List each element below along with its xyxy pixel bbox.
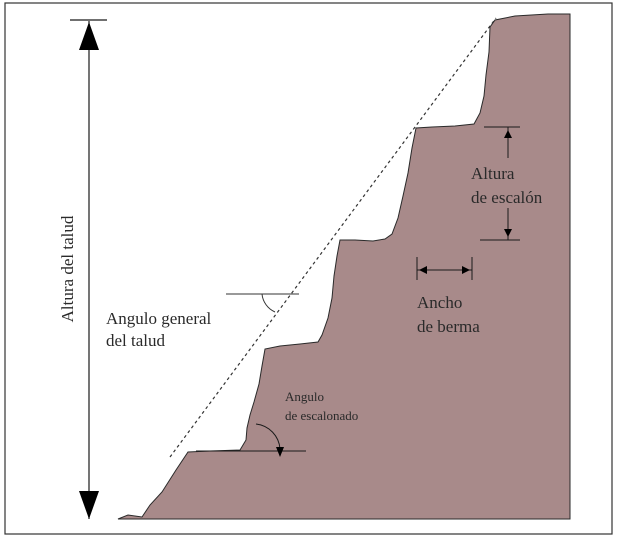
frame-border (4, 2, 613, 535)
arrow-up-icon (79, 22, 99, 50)
arrow-down-icon (79, 491, 99, 519)
berm-width-label-line1: Ancho (417, 293, 462, 312)
step-angle-label-line2: de escalonado (285, 408, 358, 423)
slope-height-label: Altura del talud (58, 215, 77, 322)
step-angle-arrow-icon (276, 447, 284, 457)
general-angle-label-line2: del talud (106, 331, 166, 350)
berm-arrow-left-icon (419, 266, 427, 274)
step-height-label-bg (467, 158, 553, 208)
step-angle-arc (255, 423, 281, 450)
step-angle-label-line1: Angulo (285, 389, 324, 404)
general-angle-label-line1: Angulo general (106, 309, 212, 328)
step-height-label-line2: de escalón (471, 188, 543, 207)
berm-width-label-line2: de berma (417, 317, 480, 336)
step-height-label-line1: Altura (471, 164, 515, 183)
berm-arrow-right-icon (462, 266, 470, 274)
step-height-arrow-up-icon (504, 130, 512, 138)
general-angle-arc (261, 293, 276, 313)
general-slope-dashed-line (169, 17, 497, 458)
step-height-arrow-down-icon (504, 229, 512, 237)
rock-mass (117, 13, 571, 520)
